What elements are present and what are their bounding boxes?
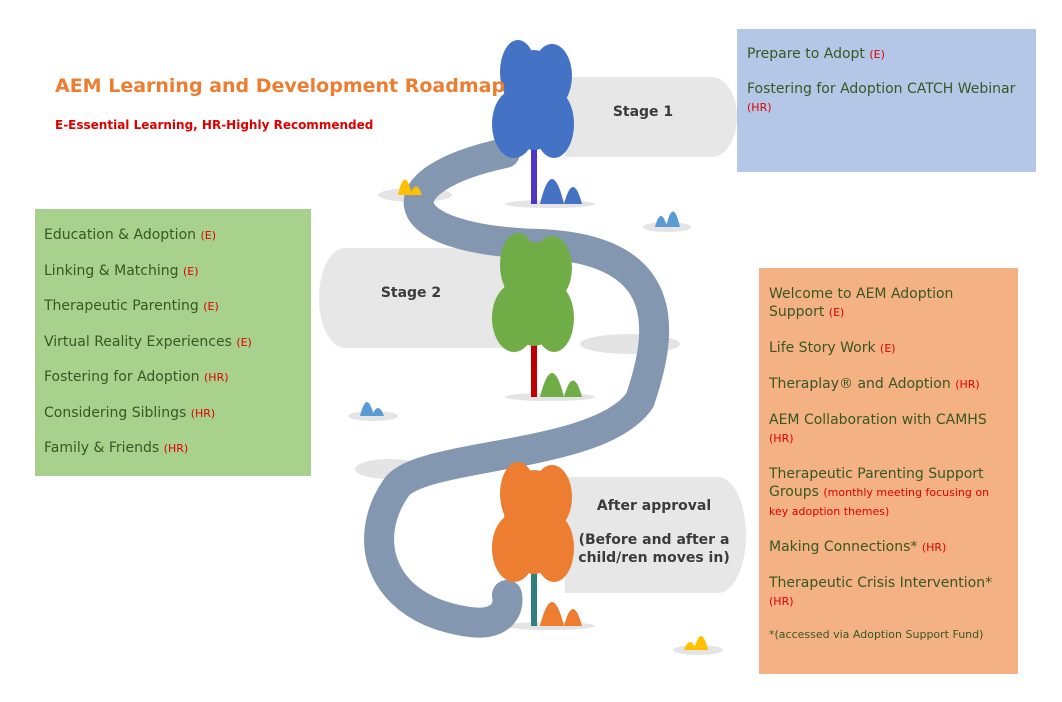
- stage2-learning-box: Education & Adoption (E) Linking & Match…: [35, 209, 311, 476]
- item-tag: (E): [880, 342, 896, 355]
- bush-lightblue-right: [655, 211, 680, 227]
- tree-blue: [492, 40, 574, 204]
- item-label: Theraplay® and Adoption: [769, 376, 951, 392]
- bush-orange-bottom: [540, 602, 582, 626]
- stage2-item: Considering Siblings (HR): [44, 404, 302, 423]
- item-label: Considering Siblings: [44, 404, 187, 421]
- winding-road: [364, 138, 670, 638]
- item-tag: (E): [200, 229, 217, 242]
- stage3-item: Life Story Work (E): [769, 339, 1008, 358]
- legend-subtitle: E-Essential Learning, HR-Highly Recommen…: [55, 118, 374, 132]
- stage3-banner: [565, 477, 746, 593]
- item-label: Making Connections*: [769, 539, 918, 555]
- stage2-item: Education & Adoption (E): [44, 226, 302, 245]
- item-tag: (monthly meeting focusing on key adoptio…: [769, 486, 990, 518]
- item-tag: (HR): [747, 101, 772, 114]
- bush-lightblue-left: [360, 402, 384, 416]
- stage2-item: Linking & Matching (E): [44, 262, 302, 281]
- stage3-item: AEM Collaboration with CAMHS (HR): [769, 411, 1008, 448]
- item-tag: (E): [236, 335, 252, 349]
- item-label: AEM Collaboration with CAMHS: [769, 412, 987, 428]
- item-tag: (E): [828, 306, 845, 319]
- stage1-item: Fostering for Adoption CATCH Webinar (HR…: [747, 80, 1026, 117]
- stage1-item: Prepare to Adopt (E): [747, 45, 1026, 64]
- stage3-sublabel: (Before and after a child/ren moves in): [578, 532, 730, 566]
- stage2-item: Therapeutic Parenting (E): [44, 297, 302, 316]
- item-label: Prepare to Adopt: [747, 46, 865, 62]
- item-label: Fostering for Adoption CATCH Webinar: [747, 81, 1016, 97]
- bush-blue-top: [540, 179, 582, 204]
- bush-green-middle: [540, 373, 582, 397]
- stage2-label: Stage 2: [380, 285, 442, 301]
- stage3-item: Making Connections* (HR): [769, 538, 1008, 557]
- item-tag: (HR): [769, 595, 794, 608]
- stage3-label: After approval: [596, 498, 712, 514]
- stage2-item: Family & Friends (HR): [44, 439, 302, 458]
- item-label: Fostering for Adoption: [44, 369, 200, 385]
- page-title: AEM Learning and Development Roadmap: [55, 75, 506, 97]
- bush-yellow-bottom: [684, 636, 708, 650]
- item-tag: (HR): [190, 406, 216, 420]
- item-tag: (E): [869, 48, 885, 61]
- item-label: Therapeutic Crisis Intervention*: [769, 575, 993, 591]
- stage2-banner: [319, 248, 505, 348]
- stage2-item: Fostering for Adoption (HR): [44, 368, 302, 387]
- item-tag: (E): [182, 264, 199, 278]
- stage3-item: Therapeutic Parenting Support Groups (mo…: [769, 465, 1008, 521]
- item-tag: (E): [203, 300, 219, 313]
- item-label: Education & Adoption: [44, 227, 197, 243]
- stage3-learning-box: Welcome to AEM Adoption Support (E) Life…: [759, 268, 1018, 674]
- item-tag: (HR): [955, 378, 980, 391]
- item-label: Virtual Reality Experiences: [44, 333, 232, 350]
- item-tag: (HR): [204, 371, 229, 384]
- tree-green: [492, 233, 574, 397]
- item-label: Therapeutic Parenting Support Groups: [769, 466, 984, 500]
- stage1-label: Stage 1: [612, 104, 674, 120]
- item-label: Therapeutic Parenting: [44, 298, 199, 314]
- item-tag: (HR): [769, 432, 794, 445]
- item-label: Life Story Work: [769, 340, 876, 356]
- stage2-item: Virtual Reality Experiences (E): [44, 333, 302, 352]
- item-label: Family & Friends: [44, 440, 160, 456]
- item-label: Welcome to AEM Adoption Support: [769, 286, 954, 320]
- stage3-item: Welcome to AEM Adoption Support (E): [769, 285, 1008, 322]
- stage3-item: Therapeutic Crisis Intervention* (HR): [769, 574, 1008, 611]
- bush-yellow-top: [398, 179, 422, 195]
- item-label: Linking & Matching: [44, 262, 179, 279]
- stage3-item: Theraplay® and Adoption (HR): [769, 375, 1008, 394]
- stage1-banner: [565, 77, 737, 157]
- stage1-learning-box: Prepare to Adopt (E) Fostering for Adopt…: [737, 29, 1036, 172]
- stage3-footnote: *(accessed via Adoption Support Fund): [769, 628, 984, 641]
- item-tag: (HR): [163, 442, 189, 455]
- tree-orange: [492, 462, 574, 626]
- item-tag: (HR): [921, 541, 947, 554]
